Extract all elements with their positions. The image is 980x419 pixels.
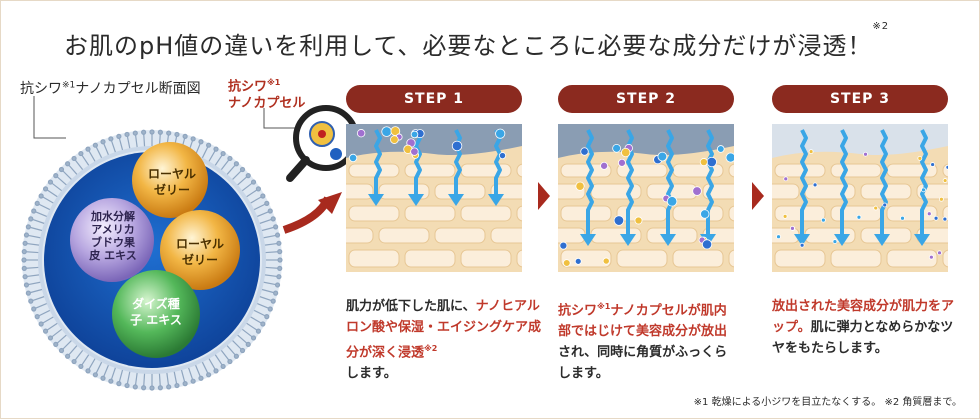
step-1-header: STEP 1 (346, 85, 522, 113)
page-title: お肌のpH値の違いを利用して、必要なところに必要な成分だけが浸透！※2 (64, 21, 890, 60)
step-2-header: STEP 2 (558, 85, 734, 113)
step-3-description: 放出された美容成分が肌力をアップ。肌に弾力となめらかなツヤをもたらします。 (772, 299, 955, 356)
leader-line (33, 96, 66, 139)
capsule-diagram-label: 抗シワ※1ナノカプセル断面図 (20, 80, 201, 97)
ingredient-royal-jelly-right: ローヤル ゼリー (175, 237, 224, 267)
step-2-description: 抗シワ※1ナノカプセルが肌内部ではじけて美容成分が放出され、同時に角質がふっくら… (558, 302, 728, 382)
step-3-header: STEP 3 (772, 85, 948, 113)
step-2-to-3-arrow-icon (752, 182, 764, 210)
step-3-skin-illustration (772, 124, 948, 272)
ingredient-grape-peel: 加水分解 アメリカ ブドウ果皮 エキス (89, 210, 137, 262)
step-1-skin-illustration (346, 124, 522, 272)
callout-leader (263, 108, 302, 129)
curved-arrow (282, 192, 342, 234)
capsule-cross-section (21, 129, 283, 391)
footnote: ※1 乾燥による小ジワを目立たなくする。 ※2 角質層まで。 (693, 397, 962, 408)
ingredient-royal-jelly-top: ローヤル ゼリー (148, 167, 197, 197)
magnifier-icon (286, 105, 359, 182)
ingredient-soy-seed: ダイズ種子 エキス (130, 297, 182, 327)
step-2-skin-illustration (558, 124, 734, 272)
step-1-to-2-arrow-icon (538, 182, 550, 210)
